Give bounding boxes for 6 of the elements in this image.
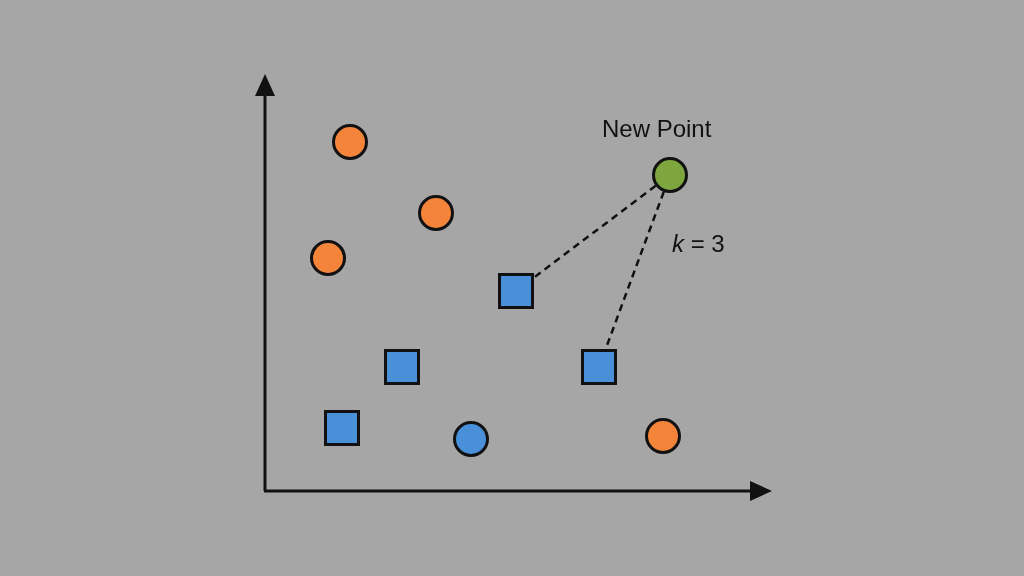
square-marker <box>384 349 420 385</box>
square-marker <box>581 349 617 385</box>
point-label: New Point <box>602 117 712 141</box>
square-marker <box>498 273 534 309</box>
k-value-label: k = 3 <box>672 232 725 256</box>
square-marker <box>324 410 360 446</box>
